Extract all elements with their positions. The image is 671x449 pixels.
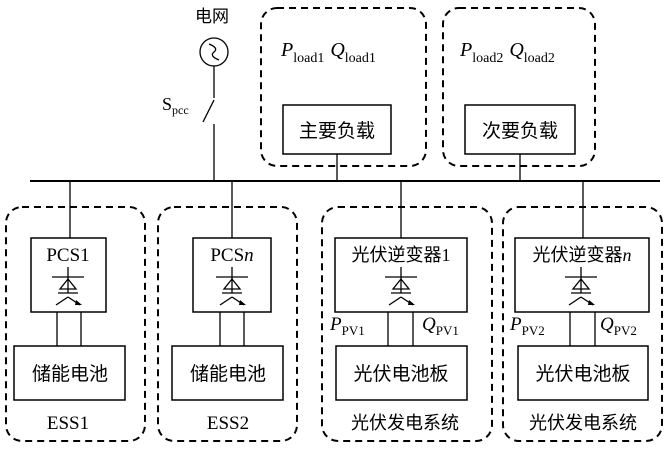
ess-1-system-label: ESS1 bbox=[47, 413, 89, 434]
pv-1-p-label: PPV1 bbox=[329, 314, 365, 338]
pv-1-q-label: QPV1 bbox=[422, 314, 459, 338]
pv-2-inverter-label: 光伏逆变器n bbox=[533, 245, 632, 266]
pv-2-group: 光伏逆变器n PPV2 QPV2 光伏电池板 光伏发电系统 bbox=[502, 181, 663, 442]
load-2-box-label: 次要负载 bbox=[482, 120, 558, 142]
pv-2-panel-label: 光伏电池板 bbox=[535, 363, 630, 385]
ess-2-group: PCSn 储能电池 ESS2 bbox=[157, 181, 298, 442]
pv-2-q-label: QPV2 bbox=[600, 314, 637, 338]
ess-1-pcs-label: PCS1 bbox=[46, 245, 89, 266]
pv-1-panel-label: 光伏电池板 bbox=[353, 363, 448, 385]
igbt-icon bbox=[51, 266, 85, 306]
igbt-icon bbox=[384, 266, 418, 306]
ess-1-battery-label: 储能电池 bbox=[32, 363, 108, 385]
pv-1-system-label: 光伏发电系统 bbox=[351, 413, 459, 434]
pv-2-system-label: 光伏发电系统 bbox=[529, 413, 637, 434]
ess-2-battery-label: 储能电池 bbox=[190, 363, 266, 385]
pv-1-group: 光伏逆变器1 PPV1 QPV1 光伏电池板 光伏发电系统 bbox=[321, 181, 493, 442]
ess-1-group: PCS1 储能电池 ESS1 bbox=[5, 181, 146, 442]
igbt-icon bbox=[564, 266, 598, 306]
igbt-icon bbox=[215, 266, 249, 306]
ess-2-system-label: ESS2 bbox=[207, 413, 249, 434]
grid-connection: 电网 Spcc bbox=[162, 7, 229, 181]
pcc-switch-icon bbox=[202, 99, 215, 123]
grid-label: 电网 bbox=[195, 7, 229, 27]
load-1-box-label: 主要负载 bbox=[299, 120, 375, 142]
pv-1-inverter-label: 光伏逆变器1 bbox=[352, 245, 451, 266]
ess-2-pcs-label: PCSn bbox=[210, 245, 253, 266]
pcc-switch-label: Spcc bbox=[162, 94, 189, 117]
pv-2-p-label: PPV2 bbox=[509, 314, 545, 338]
